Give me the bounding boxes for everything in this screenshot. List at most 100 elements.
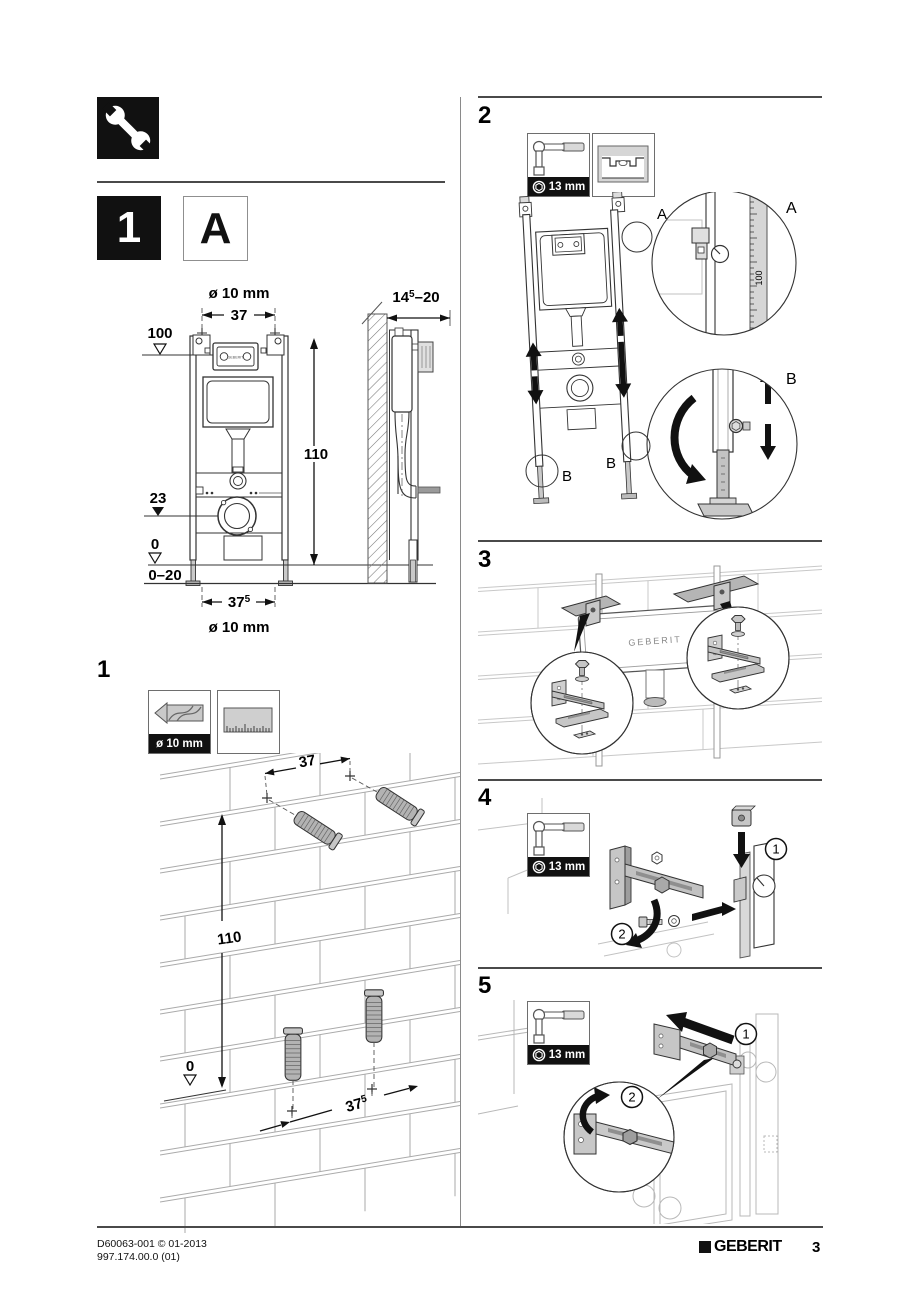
dim-s1-base: 375: [344, 1093, 370, 1116]
footer-doc-code: D60063-001 © 01-2013: [97, 1238, 207, 1250]
callout-b-label: B: [606, 455, 616, 472]
cistern-brand: GEBERIT: [628, 634, 682, 648]
mounting-frame: [518, 192, 638, 505]
step-4-bracket-mount-drawing: 2 1: [478, 798, 788, 959]
dim-top-width: 37: [231, 307, 248, 324]
step-5-callout-2: 2: [628, 1090, 635, 1105]
rule-above-step-2: [478, 96, 822, 98]
hex-bolt-icon: [703, 1042, 717, 1059]
socket-wrench-icon: [532, 140, 585, 176]
detail-b-foot: [670, 369, 776, 517]
variant-a-label: A: [199, 203, 232, 253]
divider-top-left: [97, 181, 445, 183]
toolbox-socket-wrench-2: 13 mm: [527, 133, 590, 197]
adjuster-bolt-icon: [728, 418, 744, 434]
socket-size-bar: 13 mm: [528, 857, 589, 876]
toolbox-drill: ø 10 mm: [148, 690, 211, 754]
dim-floor-range: 0–20: [148, 567, 181, 584]
dim-plate-height: 100: [147, 325, 172, 342]
folding-rule: [749, 192, 768, 335]
socket-wrench-icon: [532, 1008, 585, 1044]
step-2-level-drawing: A B B 100 A: [518, 192, 798, 520]
tools-header-box: [97, 97, 159, 159]
washer-icon: [668, 915, 680, 927]
arrow-up-icon: [611, 307, 628, 336]
dim-zero: 0: [151, 536, 159, 553]
spirit-level-icon: [597, 145, 649, 183]
footer-article-code: 997.174.00.0 (01): [97, 1251, 180, 1263]
footer-doc-info: D60063-001 © 01-2013 997.174.00.0 (01): [97, 1238, 207, 1264]
wall-anchor-floating: [290, 807, 344, 852]
socket-size-label: 13 mm: [548, 180, 586, 193]
socket-size-bar: 13 mm: [528, 1045, 589, 1064]
geberit-logo-square-icon: [699, 1241, 711, 1253]
dim-s1-height: 110: [216, 928, 242, 948]
step-5-callout-1: 1: [742, 1027, 749, 1042]
wrench-icon: [102, 102, 154, 154]
step-4-callout-1: 1: [772, 842, 779, 857]
rule-above-step-3: [478, 540, 822, 542]
socket-size-label: 13 mm: [548, 1048, 586, 1061]
rotate-arrow-icon: [579, 1092, 600, 1135]
step-4-callout-2: 2: [618, 927, 625, 942]
bracket-back-plate: [609, 845, 626, 910]
ruler-reading: 100: [754, 270, 764, 285]
socket-size-bar: 13 mm: [528, 177, 589, 196]
toolbox-socket-wrench-4: 13 mm: [527, 813, 590, 877]
hex-nut-icon: [651, 851, 663, 865]
dim-top-hole: ø 10 mm: [209, 285, 270, 302]
dim-base-width: 375: [228, 594, 251, 611]
brick-courses: [160, 753, 460, 1203]
callout-b-label: B: [562, 468, 572, 485]
drill-size-bar: ø 10 mm: [149, 734, 210, 753]
tilt-arrow-icon: [634, 898, 661, 945]
brand-logo: GEBERIT: [699, 1238, 782, 1256]
hex-socket-icon: [532, 180, 546, 193]
bracket-back-plate: [653, 1023, 681, 1061]
dim-depth-range: 145–20: [392, 289, 439, 306]
dim-s1-zero: 0: [186, 1058, 194, 1075]
callout-a-label: A: [657, 206, 667, 223]
overview-dimension-drawing: ø 10 mm 37 100 GEBERIT: [142, 285, 451, 636]
rotate-arrow-icon: [670, 394, 697, 480]
dim-total-height: 110: [304, 446, 328, 463]
arrow-down-icon: [760, 424, 776, 460]
dim-s1-width: 37: [298, 753, 317, 771]
rule-above-step-4: [478, 779, 822, 781]
step-3-bracket-drawing: GEBERIT: [478, 565, 822, 767]
arrow-right-icon: [692, 902, 736, 921]
step-1-label: 1: [116, 203, 142, 252]
step-1-box: 1: [97, 196, 161, 260]
step-5-number: 5: [478, 972, 492, 999]
socket-size-label: 13 mm: [548, 860, 586, 873]
page-number: 3: [812, 1239, 821, 1256]
hex-bolt-icon: [654, 876, 670, 894]
step-1-number: 1: [97, 656, 111, 683]
brick-joints: [184, 753, 456, 1233]
toolbox-ruler: [217, 690, 280, 754]
hex-socket-icon: [532, 1048, 546, 1061]
toolbox-socket-wrench-5: 13 mm: [527, 1001, 590, 1065]
step-1-wall-drawing: 37 110 0 375: [160, 753, 460, 1233]
step-5-bracket-fix-drawing: 1 2: [478, 1000, 779, 1224]
wall-anchor-inserted: [283, 1027, 303, 1081]
step-3-number: 3: [478, 546, 492, 573]
detail-a-label: A: [786, 200, 797, 217]
variant-a-box: A: [183, 196, 248, 261]
step-2-number: 2: [478, 102, 492, 129]
wall-anchor-floating: [372, 783, 426, 828]
socket-wrench-icon: [532, 820, 585, 856]
dim-bottom-hole: ø 10 mm: [209, 619, 270, 636]
brand-name: GEBERIT: [714, 1238, 782, 1255]
drill-bit-icon: [154, 701, 204, 725]
arrow-down-icon: [615, 341, 632, 398]
footer-rule: [97, 1226, 823, 1228]
step-4-number: 4: [478, 784, 492, 811]
hex-socket-icon: [532, 860, 546, 873]
wall-anchor-inserted: [364, 989, 384, 1043]
arrow-down-icon: [527, 376, 544, 405]
flush-plate-brand: GEBERIT: [228, 356, 245, 360]
arrow-up-left-icon: [681, 1017, 735, 1045]
column-divider: [460, 97, 461, 1228]
drill-size-label: ø 10 mm: [156, 737, 203, 750]
